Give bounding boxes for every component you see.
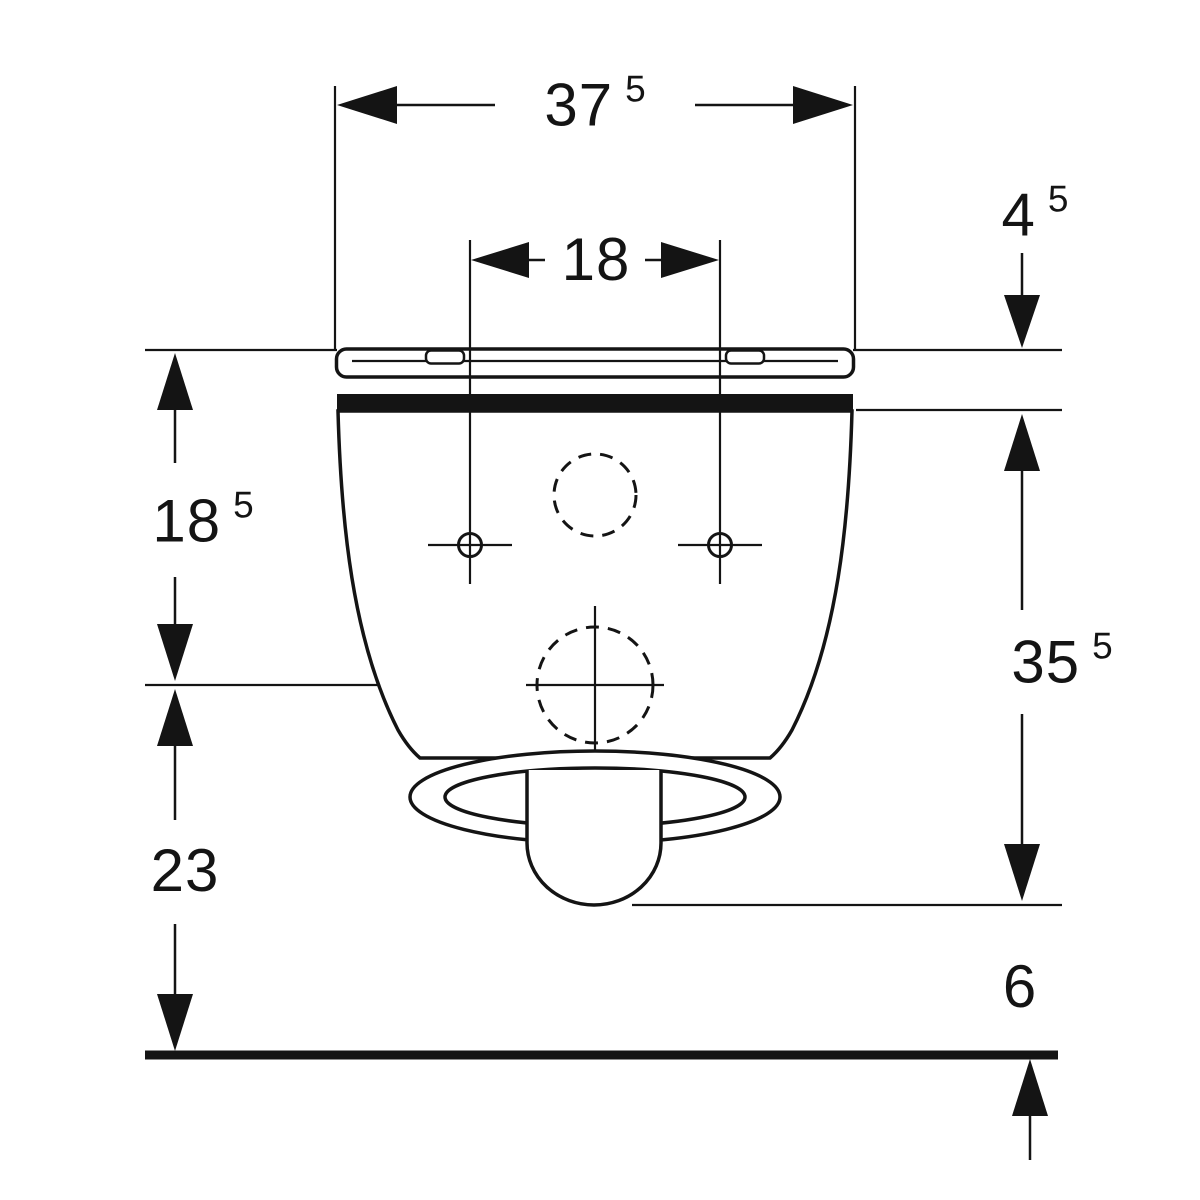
dimension-value: 23 bbox=[150, 837, 220, 904]
fixing-hole-left bbox=[457, 532, 483, 558]
arrow-left-icon bbox=[337, 86, 397, 124]
dimension-outlet-axis-to-floor-label: 23 bbox=[144, 837, 226, 904]
toilet-body-outline bbox=[336, 409, 854, 760]
dimension-overall-width-label: 37 5 bbox=[538, 68, 652, 139]
dimension-lines bbox=[157, 86, 1048, 1160]
dimension-value: 18 bbox=[152, 487, 222, 555]
dimension-superscript: 5 bbox=[1092, 625, 1113, 667]
arrow-up-icon bbox=[157, 353, 193, 410]
dim-overall-width bbox=[337, 86, 853, 124]
extension-lines bbox=[145, 86, 1062, 907]
fixing-hole-right bbox=[707, 532, 733, 558]
arrow-right-icon bbox=[793, 86, 853, 124]
dimension-superscript: 5 bbox=[233, 484, 254, 526]
dim-outlet-axis-to-floor bbox=[157, 689, 193, 1051]
dim-hole-spacing bbox=[471, 242, 719, 278]
arrow-up-icon bbox=[157, 689, 193, 746]
dimension-hole-spacing-label: 18 bbox=[555, 226, 637, 293]
arrow-left-icon bbox=[471, 242, 529, 278]
dimension-body-height-label: 35 5 bbox=[1005, 625, 1119, 696]
seat-lid bbox=[334, 347, 856, 411]
dim-seat-height bbox=[1004, 253, 1040, 348]
arrow-down-icon bbox=[157, 994, 193, 1051]
dimension-superscript: 5 bbox=[625, 68, 646, 110]
dimension-value: 35 bbox=[1011, 628, 1081, 696]
seat-hinge-left bbox=[424, 349, 466, 365]
dimension-outlet-to-floor-label: 6 bbox=[996, 953, 1044, 1020]
arrow-up-icon bbox=[1004, 414, 1040, 471]
outlet-flange bbox=[408, 749, 782, 907]
outlet-pipe bbox=[525, 770, 663, 907]
arrow-right-icon bbox=[661, 242, 719, 278]
dimension-value: 6 bbox=[1002, 953, 1038, 1020]
dashed-reference-circles bbox=[526, 452, 664, 757]
arrow-down-icon bbox=[157, 624, 193, 681]
dimension-top-to-outlet-axis-label: 18 5 bbox=[146, 484, 260, 555]
dim-top-to-outlet-axis bbox=[157, 353, 193, 681]
seat-hinge-right bbox=[724, 349, 766, 365]
upper-dashed-circle bbox=[552, 452, 638, 538]
dim-outlet-to-floor bbox=[1012, 1059, 1048, 1160]
dim-body-height bbox=[1004, 414, 1040, 901]
arrow-down-icon bbox=[1004, 295, 1040, 348]
seat-slab bbox=[334, 347, 856, 379]
fixing-holes bbox=[428, 240, 762, 584]
seat-shadow-band bbox=[337, 394, 853, 411]
dimension-value: 4 bbox=[1001, 181, 1036, 249]
arrow-up-icon bbox=[1012, 1059, 1048, 1116]
dimension-superscript: 5 bbox=[1047, 178, 1069, 220]
arrow-down-icon bbox=[1004, 844, 1040, 901]
dimension-value: 18 bbox=[561, 226, 631, 293]
dimension-value: 37 bbox=[544, 71, 614, 139]
